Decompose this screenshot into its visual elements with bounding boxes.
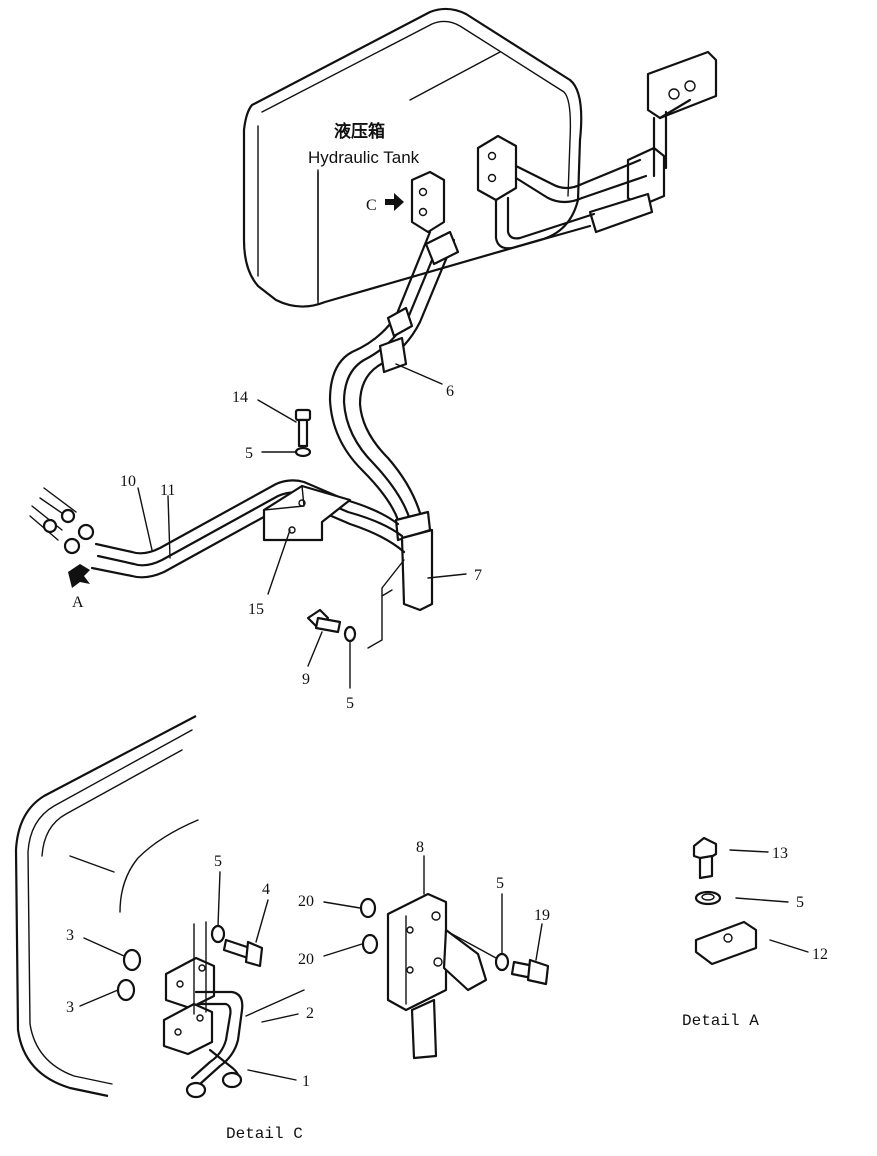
valve-side-flanges [476,50,718,234]
part-number-20-upper: 20 [298,893,314,910]
part-number-15: 15 [248,601,264,618]
part-number-7: 7 [474,567,482,584]
part-number-3-lower: 3 [66,999,74,1016]
leader-lines-detail-c [79,855,543,1081]
leader-lines-main [137,169,467,689]
detail-c-flange-assembly [162,921,244,1099]
part-number-12: 12 [812,946,828,963]
view-c-arrow-icon [385,193,404,211]
part-number-4: 4 [262,881,270,898]
part-number-5-detail-a: 5 [796,894,804,911]
part-number-5-detail-c-left: 5 [214,853,222,870]
detail-c-block-8 [359,892,550,1060]
detail-c-tank [14,715,199,1098]
part-number-5-lower: 5 [346,695,354,712]
part-number-10: 10 [120,473,136,490]
part-number-1: 1 [302,1073,310,1090]
clamp-7-bracket [367,528,434,649]
tank-label-chinese: 液压箱 [334,121,385,142]
view-c-marker: C [366,197,377,214]
part-number-2: 2 [306,1005,314,1022]
part-number-3-upper: 3 [66,927,74,944]
bolt-14 [294,408,312,458]
part-number-5-detail-c-right: 5 [496,875,504,892]
tank-port-flange [410,170,446,234]
view-a-arrow-icon [68,564,90,588]
part-number-19: 19 [534,907,550,924]
detail-c-bolt-4 [210,924,264,968]
leader-lines-detail-a [729,849,809,953]
part-number-20-lower: 20 [298,951,314,968]
part-number-9: 9 [302,671,310,688]
part-number-5-upper: 5 [245,445,253,462]
part-number-11: 11 [160,482,175,499]
detail-c-caption: Detail C [226,1125,303,1143]
part-number-13: 13 [772,845,788,862]
detail-a-caption: Detail A [682,1012,759,1030]
part-number-14: 14 [232,389,248,406]
tank-label-english: Hydraulic Tank [308,148,420,167]
part-number-6: 6 [446,383,454,400]
bolt-9 [306,608,357,643]
pipes-10-11 [29,479,406,579]
view-a-marker: A [72,594,84,611]
detail-a-parts [692,836,758,966]
part-number-8: 8 [416,839,424,856]
return-tubes [494,98,692,250]
clamp-15 [262,484,352,542]
